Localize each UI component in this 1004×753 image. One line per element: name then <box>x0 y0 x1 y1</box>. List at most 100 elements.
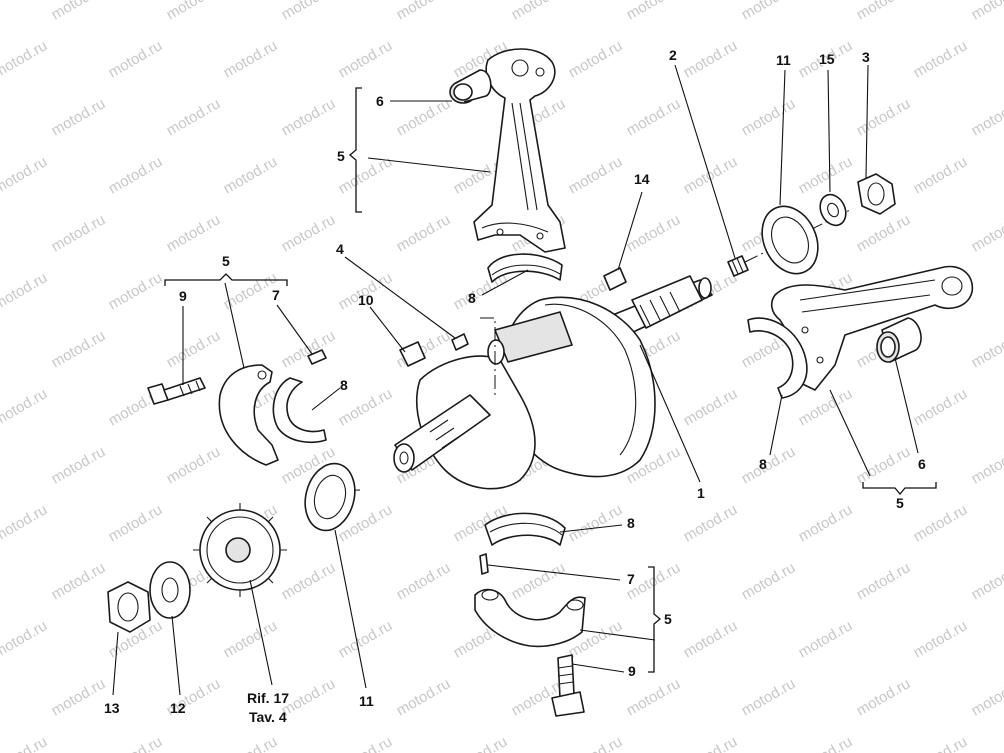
watermark-text: motod.ru <box>221 37 281 81</box>
callout-5-left: 5 <box>222 253 230 269</box>
leader-rif <box>249 579 273 686</box>
callout-8-bottom: 8 <box>627 515 635 531</box>
watermark-text: motod.ru <box>739 0 799 23</box>
watermark-text: motod.ru <box>566 501 626 545</box>
watermark-text: motod.ru <box>49 0 109 23</box>
callout-10: 10 <box>358 292 374 308</box>
watermark-text: motod.ru <box>854 95 914 139</box>
watermark-text: motod.ru <box>49 95 109 139</box>
leader-13 <box>112 631 119 696</box>
watermark-text: motod.ru <box>911 385 971 429</box>
key-14 <box>603 267 627 291</box>
crankshaft <box>393 275 713 490</box>
watermark-text: motod.ru <box>854 559 914 603</box>
key-10 <box>399 341 426 367</box>
connecting-rod-top <box>473 48 566 253</box>
nut-13 <box>107 581 151 633</box>
callout-7-bottom: 7 <box>627 571 635 587</box>
watermark-text: motod.ru <box>106 153 166 197</box>
watermark-text: motod.ru <box>739 443 799 487</box>
watermark-text: motod.ru <box>394 211 454 255</box>
dowel-7-bottom <box>479 553 489 575</box>
connecting-rod-right <box>770 265 974 391</box>
watermark-text: motod.ru <box>969 675 1004 719</box>
callout-8-top: 8 <box>468 290 476 306</box>
bracket-left <box>164 273 288 286</box>
watermark-text: motod.ru <box>854 675 914 719</box>
leader-8-bottom <box>559 524 623 533</box>
watermark-text: motod.ru <box>854 443 914 487</box>
callout-3: 3 <box>862 49 870 65</box>
bracket-top <box>348 87 362 213</box>
watermark-text: motod.ru <box>911 153 971 197</box>
bolt-9-bottom <box>551 654 585 717</box>
watermark-text: motod.ru <box>681 37 741 81</box>
callout-1: 1 <box>697 485 705 501</box>
callout-8-right: 8 <box>759 456 767 472</box>
callout-12: 12 <box>170 700 186 716</box>
connecting-rod-cap-left <box>218 364 279 466</box>
callout-2: 2 <box>669 47 677 63</box>
alignment-line-1 <box>480 317 496 395</box>
bolt-9-left <box>147 377 206 405</box>
dowel-7-left <box>307 349 327 365</box>
callout-6-top: 6 <box>376 93 384 109</box>
watermark-text: motod.ru <box>796 617 856 661</box>
washer-15 <box>819 193 847 227</box>
watermark-text: motod.ru <box>624 675 684 719</box>
watermark-text: motod.ru <box>681 501 741 545</box>
watermark-text: motod.ru <box>164 443 224 487</box>
leader-4 <box>344 256 456 339</box>
callout-9-left: 9 <box>179 288 187 304</box>
watermark-text: motod.ru <box>106 733 166 753</box>
watermark-text: motod.ru <box>509 0 569 23</box>
watermark-text: motod.ru <box>221 153 281 197</box>
watermark-text: motod.ru <box>164 95 224 139</box>
connecting-rod-cap-bottom <box>474 588 586 648</box>
watermark-text: motod.ru <box>279 559 339 603</box>
leader-15 <box>827 69 831 193</box>
watermark-text: motod.ru <box>566 733 626 753</box>
watermark-text: motod.ru <box>394 95 454 139</box>
watermark-text: motod.ru <box>911 733 971 753</box>
watermark-text: motod.ru <box>164 0 224 23</box>
bearing-shell-top <box>487 253 563 283</box>
watermark-text: motod.ru <box>624 211 684 255</box>
bearing-shell-right <box>747 317 808 399</box>
watermark-text: motod.ru <box>796 153 856 197</box>
watermark-text: motod.ru <box>739 675 799 719</box>
watermark-text: motod.ru <box>49 559 109 603</box>
callout-5-bottom: 5 <box>664 611 672 627</box>
leader-11-bottom <box>334 529 367 689</box>
leader-8-top <box>481 269 529 296</box>
watermark-text: motod.ru <box>394 559 454 603</box>
nut-3 <box>857 173 896 215</box>
bearing-shell-left <box>272 377 327 444</box>
watermark-text: motod.ru <box>739 559 799 603</box>
watermark-text: motod.ru <box>106 269 166 313</box>
watermark-text: motod.ru <box>854 211 914 255</box>
watermark-text: motod.ru <box>0 153 50 197</box>
callout-8-left: 8 <box>340 377 348 393</box>
watermark-text: motod.ru <box>566 37 626 81</box>
watermark-text: motod.ru <box>221 617 281 661</box>
grub-screw-4 <box>451 333 469 351</box>
thrust-washer-left <box>304 462 356 532</box>
bracket-bottom <box>648 566 662 673</box>
watermark-text: motod.ru <box>624 95 684 139</box>
leader-5-right <box>829 389 871 477</box>
watermark-text: motod.ru <box>394 0 454 23</box>
watermark-text: motod.ru <box>49 675 109 719</box>
watermark-text: motod.ru <box>49 327 109 371</box>
watermark-text: motod.ru <box>969 211 1004 255</box>
leader-10 <box>369 306 406 353</box>
leader-1 <box>639 344 701 483</box>
callout-14: 14 <box>634 171 650 187</box>
watermark-text: motod.ru <box>796 501 856 545</box>
watermark-text: motod.ru <box>0 37 50 81</box>
watermark-text: motod.ru <box>279 0 339 23</box>
washer-12 <box>149 561 191 619</box>
watermark-text: motod.ru <box>969 559 1004 603</box>
watermark-text: motod.ru <box>624 0 684 23</box>
leader-14 <box>617 191 643 271</box>
